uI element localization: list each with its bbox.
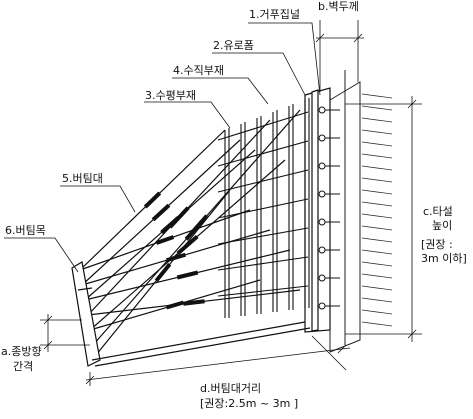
braces <box>79 109 301 356</box>
label-pour-height-rec-1: [권장 : <box>421 238 453 251</box>
hatch-line <box>361 261 393 267</box>
brace-coupler <box>165 300 185 310</box>
hatch-line <box>361 117 393 123</box>
label-brace-timber: 6.버팀목 <box>5 224 46 237</box>
brace-coupler <box>155 235 175 245</box>
brace-coupler <box>176 270 199 280</box>
horizontal-member <box>217 285 309 297</box>
label-horizontal-member: 3.수평부재 <box>145 89 196 102</box>
tie-bolt <box>318 106 326 114</box>
label-brace-distance-rec: [권장:2.5m ~ 3m ] <box>200 397 299 410</box>
label-euroform: 2.유로폼 <box>213 39 254 52</box>
hatch-line <box>361 273 393 279</box>
tie-bolt <box>318 218 326 226</box>
label-spacing-2: 간격 <box>13 360 34 373</box>
tie-bolt <box>318 274 326 282</box>
horizontal-member <box>217 140 309 167</box>
label-pour-height-rec-2: 3m 이하] <box>421 252 467 265</box>
horizontal-member <box>217 169 309 193</box>
brace-coupler <box>143 191 162 209</box>
hatch-line <box>361 285 393 291</box>
base-line <box>91 321 311 367</box>
hatch-line <box>361 189 393 195</box>
pour-height-dimension <box>345 96 422 342</box>
horizontal-member <box>217 198 309 219</box>
label-pour-height-2: 높이 <box>432 219 453 232</box>
brace-coupler <box>151 203 171 222</box>
label-spacing-1: a.종방향 <box>1 345 42 358</box>
hatch-line <box>361 321 393 327</box>
hatch-line <box>361 225 393 231</box>
label-wall-thickness: b.벽두께 <box>318 0 359 13</box>
tie-bolt <box>318 134 326 142</box>
spacing-dimension <box>40 314 90 352</box>
hatch-line <box>361 213 393 219</box>
label-gangform-panel: 1.거푸집널 <box>249 8 300 21</box>
tie-bolts <box>318 106 340 310</box>
hatch-line <box>361 249 393 255</box>
hatch-line <box>361 105 393 111</box>
hatch-line <box>361 237 393 243</box>
label-brace-distance: d.버팀대거리 <box>200 382 262 395</box>
brace-coupler <box>154 262 172 283</box>
horizontal-member <box>217 111 309 141</box>
tie-bolt <box>318 190 326 198</box>
label-pour-height-1: c.타설 <box>423 205 453 218</box>
label-vertical-member: 4.수직부재 <box>173 64 224 77</box>
vertical-members <box>224 98 310 318</box>
hatch-line <box>361 309 393 315</box>
wall-thickness-dimension <box>315 20 364 92</box>
tie-bolt <box>318 246 326 254</box>
brace-coupler <box>183 299 205 306</box>
tie-bolt <box>318 302 326 310</box>
brace-coupler <box>168 206 190 229</box>
brace-distance-dimension <box>85 335 351 386</box>
brace-coupler <box>184 214 209 241</box>
horizontal-members <box>217 111 309 297</box>
hatch-line <box>361 165 393 171</box>
hatch-line <box>361 201 393 207</box>
hatch-line <box>361 129 393 135</box>
leader-lines <box>4 22 321 273</box>
concrete-wall <box>329 70 361 353</box>
brace-coupler <box>166 252 186 263</box>
wall-hatching <box>361 93 393 327</box>
hatch-line <box>361 153 393 159</box>
brace-timber <box>71 261 101 367</box>
hatch-line <box>361 141 393 147</box>
hatch-line <box>361 297 393 303</box>
tie-bolt <box>318 162 326 170</box>
label-brace: 5.버팀대 <box>62 172 103 185</box>
hatch-line <box>361 93 393 99</box>
horizontal-member <box>217 256 309 271</box>
hatch-line <box>361 177 393 183</box>
